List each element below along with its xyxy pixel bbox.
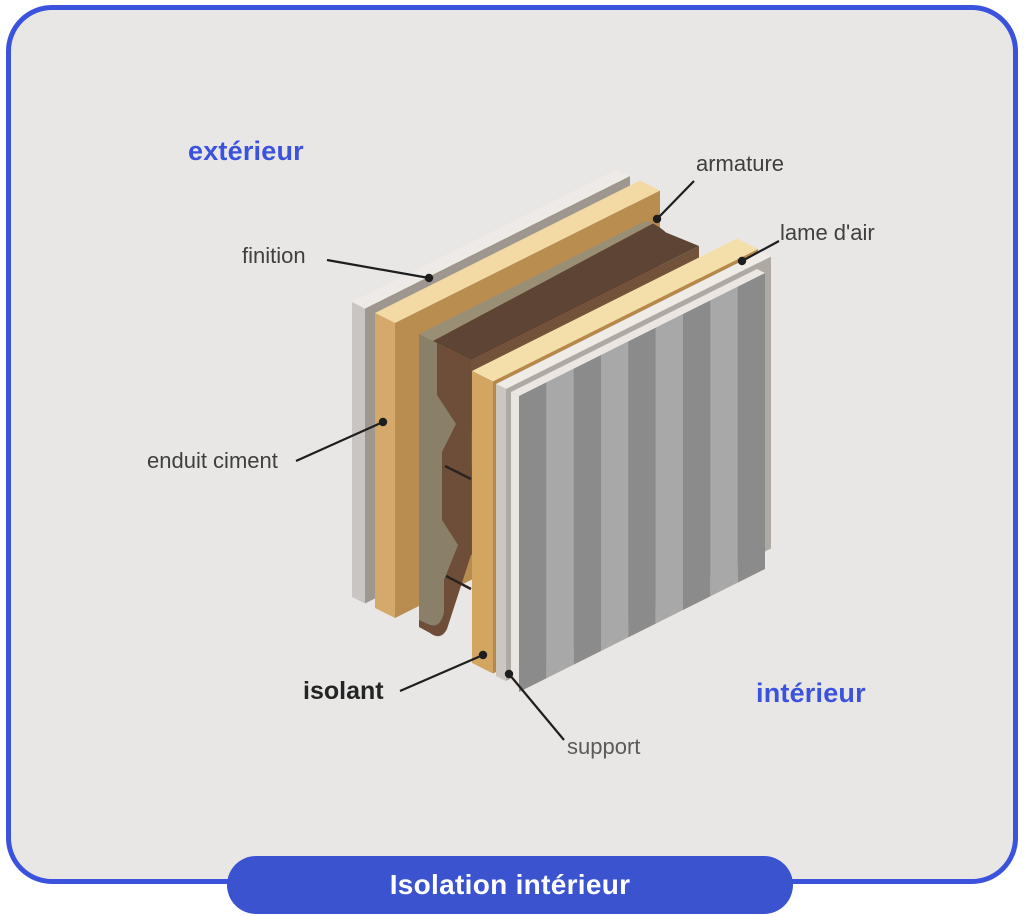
leader-dots — [378, 214, 747, 679]
interior-zone-label: intérieur — [756, 678, 866, 708]
enduit-ciment-label: enduit ciment — [147, 448, 278, 473]
finition-label: finition — [242, 243, 306, 268]
isolant-top-face — [472, 238, 758, 382]
wall-top-face — [433, 223, 699, 360]
title-banner: Isolation intérieur — [227, 856, 793, 914]
finition-dot — [424, 273, 434, 283]
support-cap-face — [496, 384, 506, 681]
armature-leader — [656, 180, 695, 220]
lame-air-label: lame d'air — [780, 220, 875, 245]
isolant-dot — [478, 650, 488, 660]
wall-joint-line-1 — [444, 464, 472, 481]
support-leader — [508, 673, 565, 741]
panel-top-face — [511, 269, 765, 396]
support-top-face — [496, 251, 771, 389]
stripe — [737, 273, 765, 692]
isolant-leader — [399, 653, 484, 693]
finition-top-face — [352, 169, 630, 309]
stripe — [628, 273, 656, 692]
enduit-leader — [295, 420, 384, 463]
panel-cap-face — [511, 392, 519, 692]
stripe — [683, 273, 711, 692]
wall-joint-line-2 — [445, 574, 472, 591]
lame-air-leader — [741, 240, 780, 262]
support-label: support — [567, 734, 641, 759]
isolant-label: isolant — [303, 677, 384, 705]
support-dot — [504, 669, 514, 679]
armature-label: armature — [696, 151, 785, 176]
lame-air-dot — [737, 256, 747, 266]
finition-leader — [326, 258, 430, 280]
enduit-top-face — [375, 180, 660, 323]
armature-zigzag — [419, 334, 458, 626]
enduit-dot — [378, 417, 388, 427]
stripe — [710, 273, 738, 692]
enduit-cap-face — [375, 313, 395, 618]
leader-lines — [295, 180, 780, 741]
title-text: Isolation intérieur — [389, 869, 631, 900]
exterior-zone-label: extérieur — [188, 136, 304, 166]
finition-cap-face — [352, 302, 365, 604]
armature-top-face — [419, 221, 653, 341]
armature-dot — [652, 214, 662, 224]
isolant-cap-face — [472, 371, 493, 674]
